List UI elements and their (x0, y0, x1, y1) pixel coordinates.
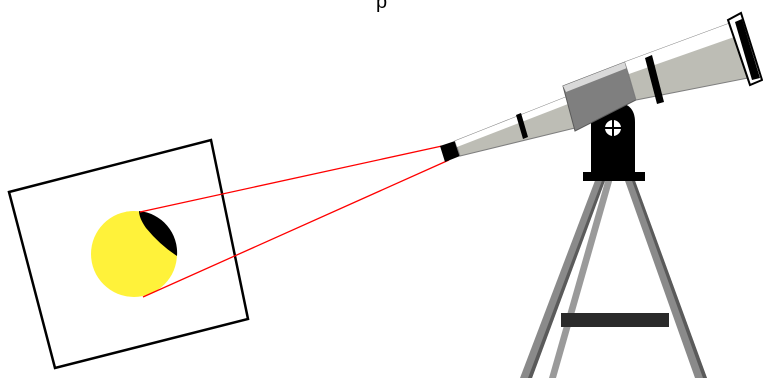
telescope-band-2 (645, 55, 664, 104)
light-rays (139, 145, 450, 298)
projected-sun-image (91, 211, 178, 297)
moon-shadow (139, 211, 178, 256)
tripod-crossbar (561, 313, 669, 327)
tripod-leg-center (549, 178, 613, 378)
refracting-telescope (440, 11, 763, 162)
telescope-band-1 (516, 113, 528, 139)
telescope-cradle-highlight (563, 62, 627, 92)
tripod-top-plate (583, 172, 645, 181)
light-ray-upper (139, 145, 443, 213)
tripod-stand (520, 172, 707, 378)
tripod-leg-right-shadow (631, 178, 707, 378)
telescope-tube-narrow-highlight (455, 97, 568, 147)
diagram-top-label: p (375, 0, 388, 13)
telescope-objective-dark (735, 19, 760, 80)
telescope-eyepiece (440, 141, 460, 162)
light-ray-lower (142, 159, 450, 298)
telescope-mount (591, 102, 635, 174)
tripod-leg-left-shadow (528, 178, 606, 378)
